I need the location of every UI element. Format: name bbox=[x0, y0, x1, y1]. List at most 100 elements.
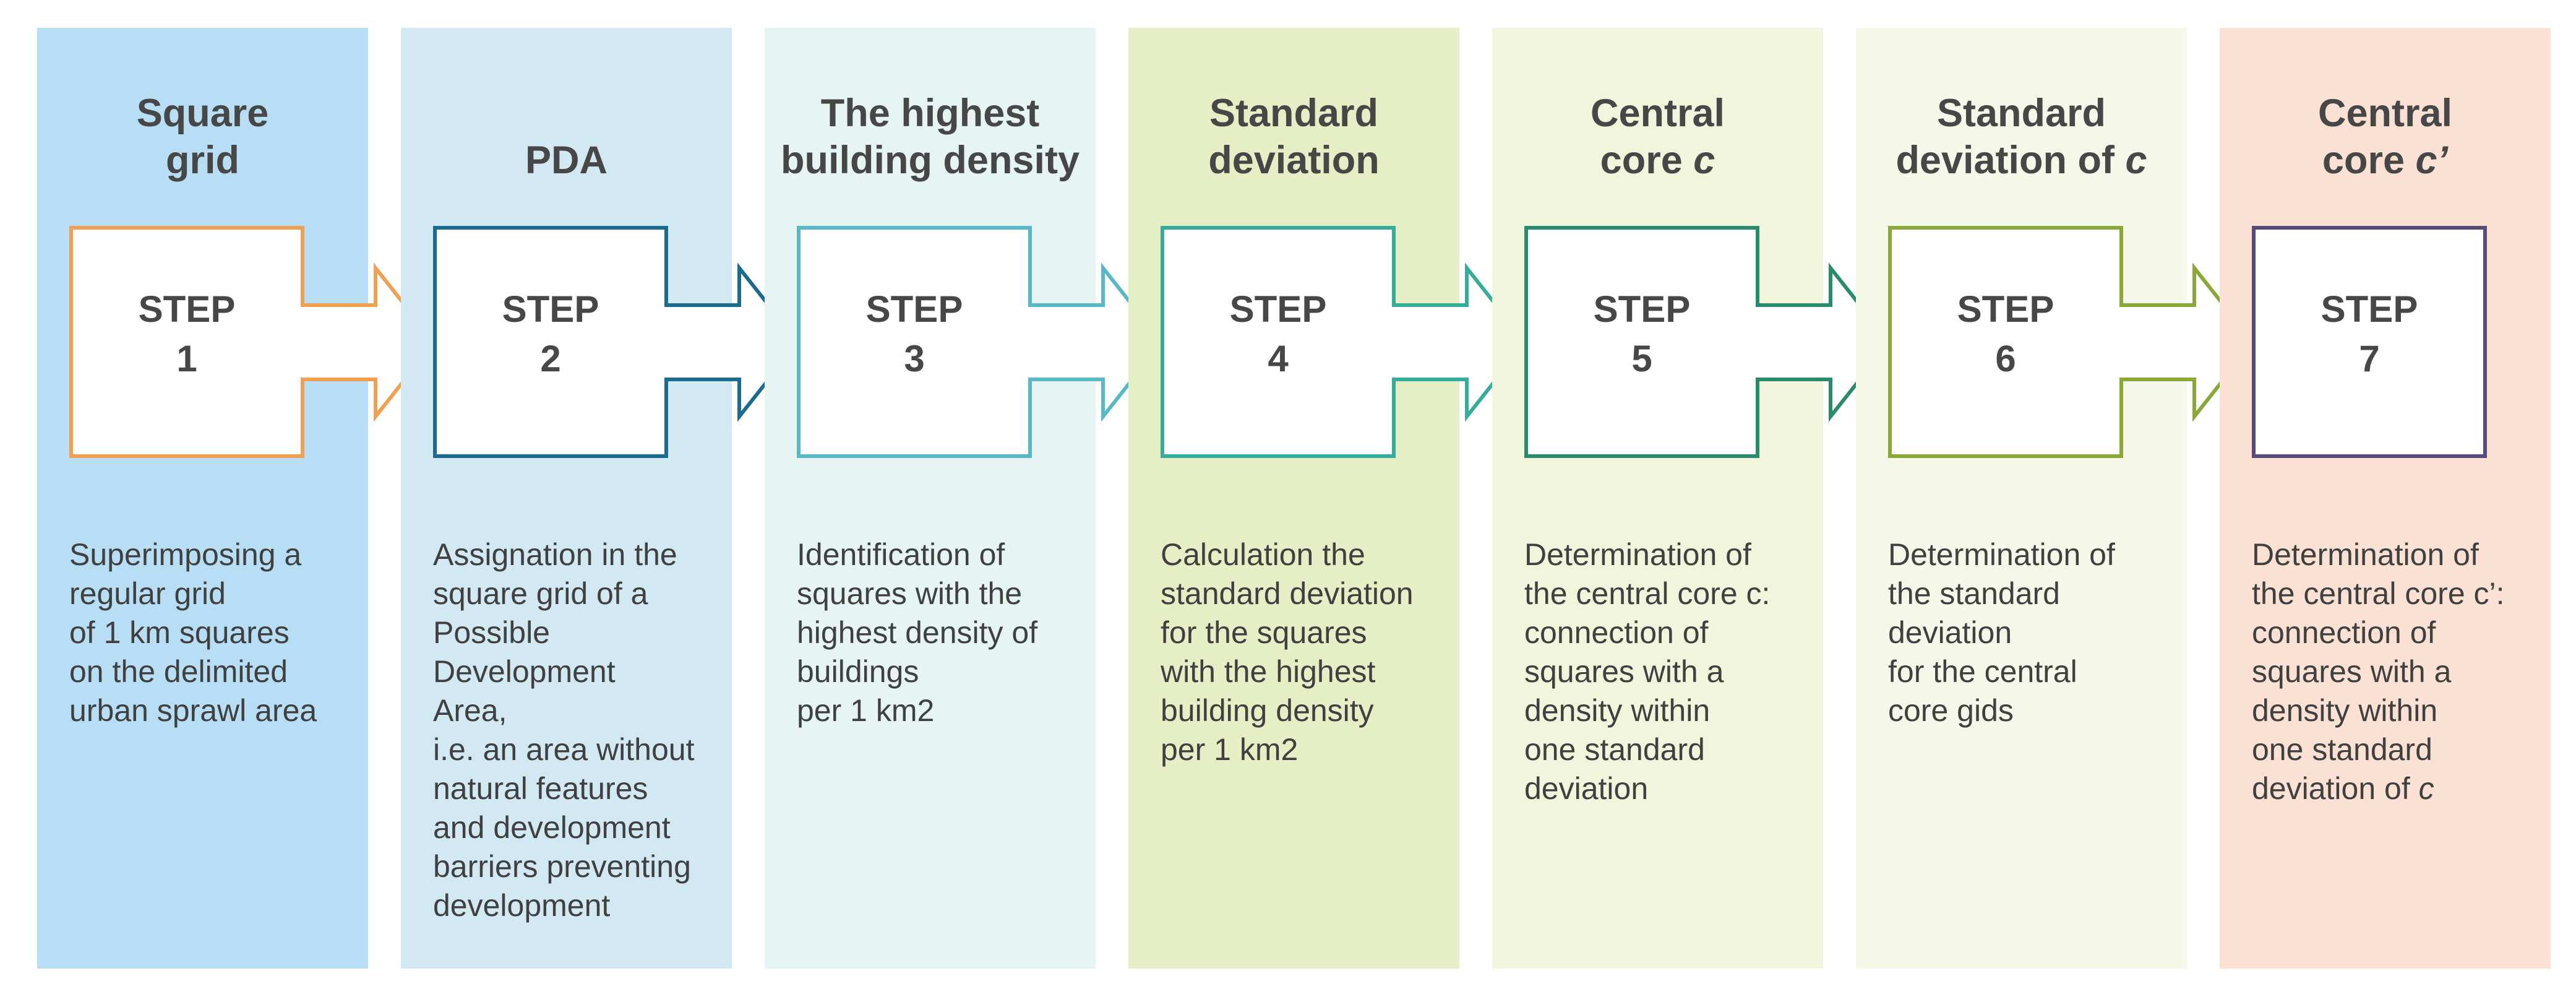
step-description-line: standard deviation bbox=[1161, 574, 1445, 613]
step-description-text: the central core c: bbox=[1524, 576, 1771, 611]
step-description-line: Calculation the bbox=[1161, 535, 1445, 574]
step-description-line: regular grid bbox=[69, 574, 354, 613]
box-right-edge bbox=[664, 377, 668, 458]
step-label: STEP 6 bbox=[1888, 285, 2123, 384]
arrow-join bbox=[663, 306, 676, 378]
step-description-line: Determination of bbox=[1888, 535, 2173, 574]
step-description-line: connection of bbox=[2252, 613, 2536, 652]
step-description-line: and development bbox=[433, 808, 718, 847]
step-title-line2-text: core bbox=[2322, 139, 2405, 182]
box-right-edge bbox=[1392, 377, 1396, 458]
step-word: STEP bbox=[138, 288, 236, 330]
box-right-edge bbox=[1392, 226, 1396, 307]
step-title-line2-text: grid bbox=[166, 139, 239, 182]
step-description-italic: c bbox=[2418, 771, 2434, 806]
step-description-line: square grid of a bbox=[433, 574, 718, 613]
arrow-join bbox=[1391, 306, 1403, 378]
arrow-join bbox=[1027, 306, 1039, 378]
step-description-text: natural features bbox=[433, 771, 648, 806]
step-description-line: highest density of bbox=[797, 613, 1081, 652]
step-word: STEP bbox=[1593, 288, 1691, 330]
step-description-line: one standard bbox=[2252, 730, 2536, 769]
step-description-text: development bbox=[433, 888, 611, 923]
step-description-text: Determination of bbox=[1524, 537, 1751, 572]
step-description-line: density within bbox=[2252, 691, 2536, 730]
step-description-text: Possible bbox=[433, 615, 550, 650]
step-number: 2 bbox=[540, 338, 561, 379]
step-description-line: Identification of bbox=[797, 535, 1081, 574]
step-description-line: Possible bbox=[433, 613, 718, 652]
arrow-join bbox=[2118, 306, 2131, 378]
step-number: 6 bbox=[1995, 338, 2016, 379]
step-word: STEP bbox=[1957, 288, 2054, 330]
step-title-line2: PDA bbox=[401, 137, 732, 184]
step-number: 1 bbox=[176, 338, 197, 379]
step-description-text: Area, bbox=[433, 693, 507, 728]
step-title-line1: Standard bbox=[1209, 92, 1379, 135]
step-title-italic: c bbox=[1693, 139, 1715, 182]
step-word: STEP bbox=[2321, 288, 2418, 330]
step-description-line: for the squares bbox=[1161, 613, 1445, 652]
step-description-text: barriers preventing bbox=[433, 849, 691, 884]
step-title-line1: Central bbox=[1590, 92, 1725, 135]
step-description-line: deviation bbox=[1524, 769, 1809, 808]
box-right-edge bbox=[1028, 226, 1032, 307]
step-description-text: squares with the bbox=[797, 576, 1023, 611]
step-title-line2: grid bbox=[37, 137, 368, 184]
step-number: 3 bbox=[904, 338, 925, 379]
box-right-edge bbox=[301, 377, 304, 458]
box-right-edge bbox=[2119, 377, 2123, 458]
box-right-edge bbox=[1756, 377, 1759, 458]
step-description-line: core gids bbox=[1888, 691, 2173, 730]
step-description-line: on the delimited bbox=[69, 652, 354, 691]
step-description-line: squares with a bbox=[1524, 652, 1809, 691]
step-description-text: Assignation in the bbox=[433, 537, 677, 572]
step-description-text: density within bbox=[2252, 693, 2438, 728]
step-title-line2-text: core bbox=[1600, 139, 1683, 182]
step-title-line1: Central bbox=[2317, 92, 2453, 135]
step-description-text: building density bbox=[1161, 693, 1374, 728]
step-description-line: natural features bbox=[433, 769, 718, 808]
step-description-text: the standard bbox=[1888, 576, 2060, 611]
step-title: PDA bbox=[401, 90, 732, 184]
step-title-line2-text: building density bbox=[781, 139, 1080, 182]
step-description-line: Determination of bbox=[2252, 535, 2536, 574]
step-description-text: squares with a bbox=[2252, 654, 2452, 689]
step-description-text: deviation of bbox=[2252, 771, 2410, 806]
step-description-line: barriers preventing bbox=[433, 847, 718, 886]
step-description-text: square grid of a bbox=[433, 576, 648, 611]
step-description: Assignation in the square grid of a Possib… bbox=[433, 535, 718, 925]
step-title-line1 bbox=[401, 90, 732, 137]
step-number: 4 bbox=[1268, 338, 1289, 379]
step-description-text: for the central bbox=[1888, 654, 2077, 689]
step-description-line: the standard bbox=[1888, 574, 2173, 613]
step-description-text: of 1 km squares bbox=[69, 615, 290, 650]
box-right-edge bbox=[1028, 377, 1032, 458]
box-right-edge bbox=[664, 226, 668, 307]
step-description-text: standard deviation bbox=[1161, 576, 1414, 611]
step-description-text: core gids bbox=[1888, 693, 2014, 728]
step-title-italic: c’ bbox=[2415, 139, 2449, 182]
step-description-text: connection of bbox=[2252, 615, 2436, 650]
step-title-line2-text: PDA bbox=[525, 139, 608, 182]
step-word: STEP bbox=[865, 288, 963, 330]
step-word: STEP bbox=[1229, 288, 1327, 330]
step-title-italic: c bbox=[2125, 139, 2147, 182]
step-description-line: connection of bbox=[1524, 613, 1809, 652]
step-description-text: Identification of bbox=[797, 537, 1005, 572]
step-description-line: with the highest bbox=[1161, 652, 1445, 691]
step-title-line2: deviation of c bbox=[1856, 137, 2187, 184]
